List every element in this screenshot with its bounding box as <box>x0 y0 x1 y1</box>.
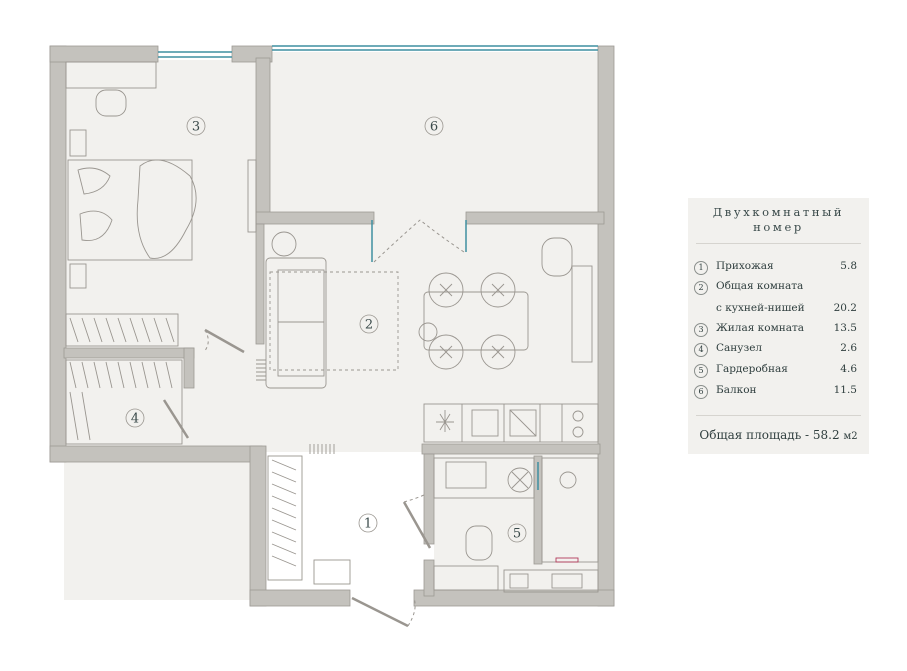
legend-num-5: 5 <box>694 364 708 378</box>
legend-value-5: 4.6 <box>840 363 857 375</box>
room-number-1: 1 <box>364 517 372 532</box>
room-marker-3: 3 <box>186 116 206 136</box>
legend-num-4: 4 <box>694 343 708 357</box>
legend-label-5: Гардеробная <box>716 363 788 375</box>
legend-total-unit: м2 <box>843 431 858 442</box>
room-number-5: 5 <box>513 527 521 542</box>
room-markers: 1 2 3 4 5 6 <box>125 116 527 543</box>
room-marker-1: 1 <box>358 513 378 533</box>
room-marker-2: 2 <box>359 314 379 334</box>
legend-row-1: 1 Прихожая 5.8 <box>694 260 857 276</box>
legend-label-2b: с кухней-нишей <box>716 302 805 314</box>
legend-label-2: Общая комната <box>716 280 804 292</box>
legend-total: Общая площадь - 58.2 м2 <box>688 428 869 442</box>
legend-label-1: Прихожая <box>716 260 774 272</box>
legend-num-6: 6 <box>694 385 708 399</box>
floor <box>64 52 600 600</box>
legend-label-6: Балкон <box>716 384 757 396</box>
legend-row-2b: с кухней-нишей 20.2 <box>694 302 857 318</box>
legend-title-line2: номер <box>753 220 804 234</box>
legend-label-3: Жилая комната <box>716 322 805 334</box>
legend-num-3: 3 <box>694 323 708 337</box>
legend-label-4: Санузел <box>716 342 763 354</box>
legend-value-6: 11.5 <box>833 384 857 396</box>
legend-divider-bottom <box>696 415 861 416</box>
legend-value-3: 13.5 <box>833 322 857 334</box>
walls <box>49 45 615 607</box>
legend-total-label: Общая площадь - 58.2 <box>699 428 840 442</box>
legend-num-2: 2 <box>694 281 708 295</box>
floor-plan: 1 2 3 4 5 6 <box>49 45 615 628</box>
doors <box>162 219 465 628</box>
legend-title: Двухкомнатный номер <box>688 205 869 235</box>
legend-value-4: 2.6 <box>840 342 857 354</box>
legend-row-3: 3 Жилая комната 13.5 <box>694 322 857 338</box>
room-marker-6: 6 <box>424 116 444 136</box>
legend-value-1: 5.8 <box>840 260 857 272</box>
legend-divider-top <box>696 243 861 244</box>
room-marker-5: 5 <box>507 523 527 543</box>
legend-num-1: 1 <box>694 261 708 275</box>
legend-title-line1: Двухкомнатный <box>712 205 845 219</box>
legend-row-6: 6 Балкон 11.5 <box>694 384 857 400</box>
furniture <box>65 61 599 593</box>
windows <box>158 45 598 490</box>
area-legend: Двухкомнатный номер 1 Прихожая 5.8 2 Общ… <box>688 198 869 454</box>
legend-row-4: 4 Санузел 2.6 <box>694 342 857 358</box>
room-number-6: 6 <box>430 120 438 135</box>
legend-value-2b: 20.2 <box>833 302 857 314</box>
room-number-2: 2 <box>365 318 373 333</box>
room-marker-4: 4 <box>125 408 145 428</box>
room-number-4: 4 <box>131 412 139 427</box>
legend-row-2: 2 Общая комната <box>694 280 857 296</box>
legend-row-5: 5 Гардеробная 4.6 <box>694 363 857 379</box>
room-number-3: 3 <box>192 120 200 135</box>
